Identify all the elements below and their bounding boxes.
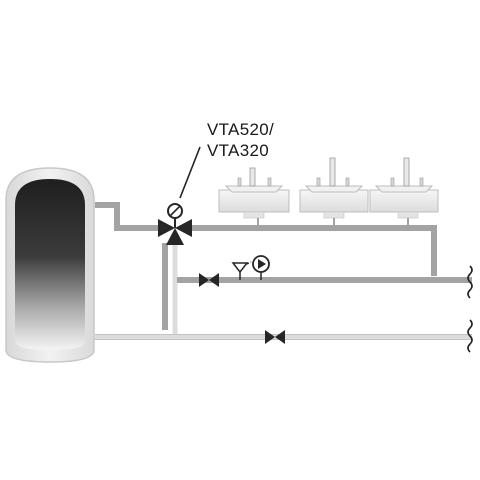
sink-2 <box>299 157 369 219</box>
hot-supply-line <box>190 225 437 276</box>
valve-model-label-line2: VTA320 <box>207 141 269 160</box>
label-leader-line <box>179 146 201 199</box>
sink-feeds <box>257 218 409 226</box>
sink-1 <box>218 167 290 219</box>
storage-tank <box>5 167 95 363</box>
check-valve-icon <box>231 261 252 280</box>
mixing-valve-icon <box>158 203 192 245</box>
cold-gate-valve-icon <box>265 330 285 344</box>
pipe-break-icon <box>467 265 473 353</box>
sink-3 <box>369 157 439 219</box>
tank-hot-outlet <box>95 202 160 231</box>
tank-inner <box>15 179 85 350</box>
cold-water-pipes <box>95 244 472 340</box>
valve-model-label-line1: VTA520/ <box>207 120 274 139</box>
circulation-pump-icon <box>252 255 270 280</box>
hot-water-pipes <box>95 202 472 330</box>
gate-valve-icon <box>199 273 219 287</box>
